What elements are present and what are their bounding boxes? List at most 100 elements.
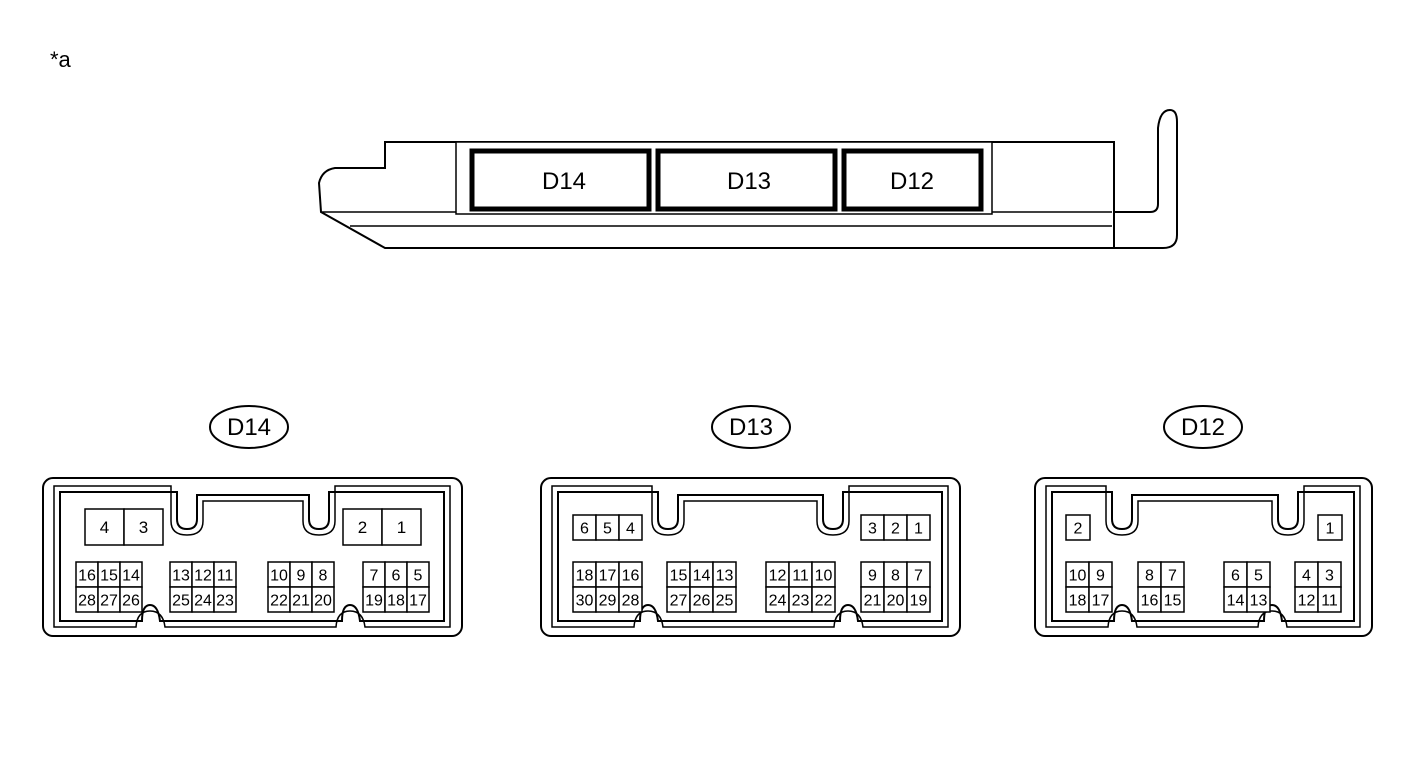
pin-number: 27 bbox=[100, 593, 118, 610]
pin-number: 25 bbox=[172, 593, 190, 610]
connector-title: D13 bbox=[729, 414, 773, 441]
pin-number: 18 bbox=[387, 593, 405, 610]
pin-number: 10 bbox=[1069, 568, 1087, 585]
pin-number: 6 bbox=[580, 521, 589, 538]
pin-number: 18 bbox=[1069, 593, 1087, 610]
pin-cell bbox=[119, 586, 143, 613]
pin-number: 8 bbox=[1145, 568, 1154, 585]
pin-number: 6 bbox=[1231, 568, 1240, 585]
pin-number: 5 bbox=[1254, 568, 1263, 585]
pin-number: 6 bbox=[392, 568, 401, 585]
pin-cell bbox=[906, 514, 931, 541]
pin-number: 20 bbox=[314, 593, 332, 610]
connector-title-oval bbox=[209, 405, 289, 449]
pin-number: 9 bbox=[297, 568, 306, 585]
pin-cell bbox=[1246, 586, 1271, 613]
pin-number: 8 bbox=[319, 568, 328, 585]
pin-number: 2 bbox=[1074, 521, 1083, 538]
pin-number: 11 bbox=[1321, 593, 1338, 610]
pin-number: 13 bbox=[1250, 593, 1268, 610]
pin-number: 17 bbox=[409, 593, 427, 610]
pin-cell bbox=[406, 586, 430, 613]
pin-number: 22 bbox=[270, 593, 288, 610]
connector-title-oval bbox=[1163, 405, 1243, 449]
pin-number: 5 bbox=[414, 568, 423, 585]
pin-number: 2 bbox=[358, 518, 367, 537]
pin-cell bbox=[1317, 514, 1343, 541]
pin-number: 7 bbox=[914, 568, 923, 585]
pin-number: 16 bbox=[622, 568, 640, 585]
pin-number: 23 bbox=[216, 593, 234, 610]
pin-number: 30 bbox=[576, 593, 594, 610]
pin-number: 11 bbox=[792, 568, 809, 585]
pin-number: 15 bbox=[1164, 593, 1182, 610]
pin-cell bbox=[811, 586, 836, 613]
pin-number: 1 bbox=[1326, 521, 1335, 538]
pin-cell bbox=[342, 508, 383, 546]
pin-number: 4 bbox=[1302, 568, 1311, 585]
pin-number: 17 bbox=[599, 568, 617, 585]
pin-number: 28 bbox=[78, 593, 96, 610]
pin-number: 4 bbox=[626, 521, 635, 538]
pin-number: 15 bbox=[100, 568, 118, 585]
pin-number: 14 bbox=[693, 568, 711, 585]
pin-number: 13 bbox=[172, 568, 190, 585]
annotation-label: *a bbox=[50, 47, 72, 72]
pin-number: 28 bbox=[622, 593, 640, 610]
pin-number: 3 bbox=[1325, 568, 1334, 585]
overview-label-d12: D12 bbox=[890, 168, 934, 195]
pin-number: 13 bbox=[716, 568, 734, 585]
pin-number: 21 bbox=[292, 593, 310, 610]
pin-number: 12 bbox=[1298, 593, 1316, 610]
pin-cell bbox=[1160, 586, 1185, 613]
connector-title: D14 bbox=[227, 414, 271, 441]
pin-number: 11 bbox=[217, 568, 234, 585]
pin-cell bbox=[1317, 586, 1342, 613]
pin-number: 22 bbox=[815, 593, 833, 610]
pin-number: 18 bbox=[576, 568, 594, 585]
pin-number: 25 bbox=[716, 593, 734, 610]
pin-number: 5 bbox=[603, 521, 612, 538]
overview-label-d13: D13 bbox=[727, 168, 771, 195]
pin-cell bbox=[1065, 514, 1091, 541]
pin-number: 12 bbox=[769, 568, 787, 585]
pin-number: 19 bbox=[910, 593, 928, 610]
pin-number: 3 bbox=[139, 518, 148, 537]
pin-cell bbox=[1088, 586, 1113, 613]
pin-cell bbox=[213, 586, 237, 613]
pin-number: 26 bbox=[693, 593, 711, 610]
pin-number: 16 bbox=[1141, 593, 1159, 610]
pin-number: 1 bbox=[914, 521, 923, 538]
pin-number: 7 bbox=[370, 568, 379, 585]
pin-number: 1 bbox=[397, 518, 406, 537]
overview-slot-d13: D13 bbox=[655, 148, 838, 212]
pin-number: 15 bbox=[670, 568, 688, 585]
pin-number: 7 bbox=[1168, 568, 1177, 585]
pin-number: 24 bbox=[769, 593, 787, 610]
pin-cell bbox=[618, 514, 643, 541]
pin-number: 10 bbox=[815, 568, 833, 585]
pin-cell bbox=[123, 508, 164, 546]
pin-cell bbox=[712, 586, 737, 613]
pin-number: 2 bbox=[891, 521, 900, 538]
pin-number: 29 bbox=[599, 593, 617, 610]
pin-number: 17 bbox=[1092, 593, 1110, 610]
pin-number: 16 bbox=[78, 568, 96, 585]
overview-label-d14: D14 bbox=[542, 168, 586, 195]
pin-number: 9 bbox=[868, 568, 877, 585]
connector-title-oval bbox=[711, 405, 791, 449]
pin-number: 9 bbox=[1096, 568, 1105, 585]
overview-slot-d12: D12 bbox=[841, 148, 984, 212]
pin-number: 26 bbox=[122, 593, 140, 610]
pin-number: 24 bbox=[194, 593, 212, 610]
pin-number: 14 bbox=[1227, 593, 1245, 610]
pin-number: 8 bbox=[891, 568, 900, 585]
pin-number: 14 bbox=[122, 568, 140, 585]
pin-number: 10 bbox=[270, 568, 288, 585]
pin-cell bbox=[311, 586, 335, 613]
